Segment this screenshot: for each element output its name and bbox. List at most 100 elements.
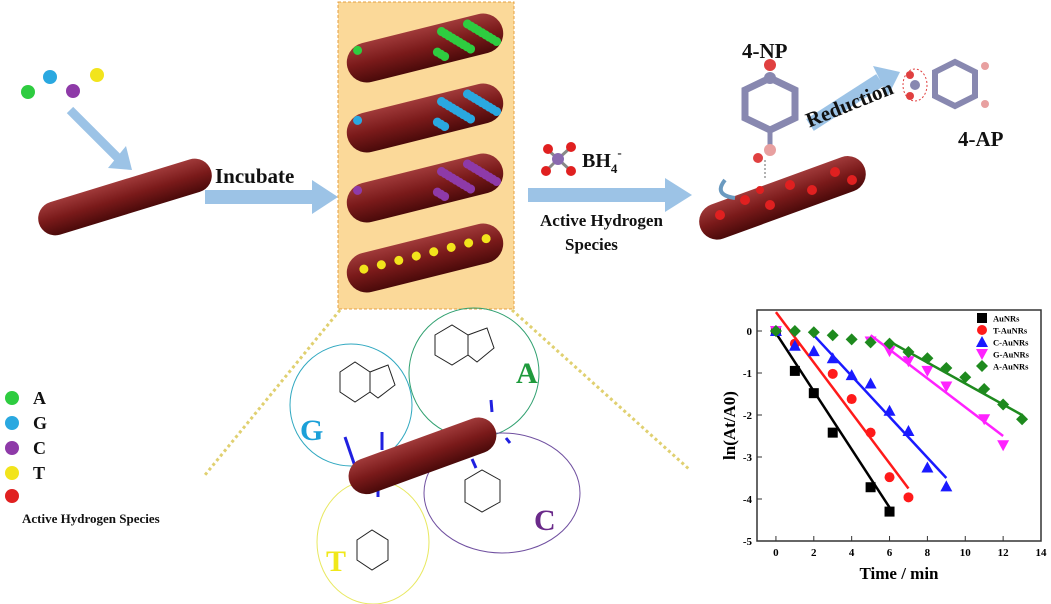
coated-rods-group — [346, 13, 504, 293]
x-tick-label: 14 — [1036, 547, 1048, 559]
data-point — [789, 365, 800, 376]
base-c-letter: C — [534, 504, 556, 537]
data-point — [865, 482, 876, 493]
data-point — [884, 472, 895, 483]
base-dot — [462, 19, 472, 29]
chart-legend-label: AuNRs — [993, 314, 1020, 324]
rotation-arrow-icon — [718, 178, 736, 200]
4-ap-molecule-icon — [902, 58, 989, 110]
chart-legend-label: C-AuNRs — [993, 338, 1029, 348]
data-point — [902, 424, 915, 436]
y-tick-label: -4 — [743, 494, 753, 506]
base-dot — [376, 260, 386, 270]
data-point — [846, 394, 857, 405]
bh4-label: BH4- — [582, 145, 622, 176]
active-nanorod — [699, 156, 866, 240]
legend-dot — [5, 441, 19, 455]
chart-legend-marker — [977, 313, 987, 323]
base-dot — [481, 234, 491, 244]
chart-legend-marker — [976, 349, 988, 360]
base-t-letter: T — [326, 545, 346, 578]
coated-nanorod — [346, 13, 504, 83]
x-axis-label: Time / min — [859, 564, 939, 583]
arrow-icon — [66, 106, 124, 164]
active-hydrogen-label-1: Active Hydrogen — [540, 211, 663, 230]
data-point — [940, 480, 953, 492]
y-tick-label: -5 — [743, 536, 753, 548]
borohydride-molecule-icon — [541, 142, 576, 176]
x-tick-label: 10 — [960, 547, 972, 559]
data-point — [959, 371, 972, 384]
x-tick-label: 2 — [811, 547, 817, 559]
legend-label: G — [33, 413, 47, 433]
bh4-superscript: - — [617, 145, 621, 160]
data-point — [921, 352, 934, 365]
base-dot — [432, 47, 442, 57]
data-point — [883, 404, 896, 416]
base-dot — [359, 264, 369, 274]
legend-label: T — [33, 463, 45, 483]
nanorod-body — [346, 223, 504, 293]
base-dot — [411, 251, 421, 261]
arrow-head-icon — [665, 178, 692, 212]
bh4-text: BH — [582, 150, 611, 172]
data-point — [845, 333, 858, 346]
data-point — [788, 325, 801, 337]
data-point — [997, 440, 1010, 452]
data-point — [883, 337, 896, 350]
thymine-circle — [316, 479, 430, 604]
data-point — [884, 506, 895, 517]
cytosine-circle — [423, 432, 581, 554]
data-point — [940, 381, 953, 393]
data-point — [864, 377, 877, 389]
base-dot — [437, 27, 447, 37]
base-dot — [432, 187, 442, 197]
detail-nanorod — [348, 417, 497, 495]
data-point — [864, 336, 877, 349]
base-dot — [446, 242, 456, 252]
data-point — [808, 388, 819, 399]
data-point — [845, 369, 858, 381]
series-a-aunrs — [769, 325, 1029, 426]
base-dot — [432, 117, 442, 127]
base-dot-c — [66, 84, 80, 98]
chart-legend-label: A-AuNRs — [993, 362, 1029, 372]
base-structure-icons — [339, 324, 501, 571]
x-tick-label: 6 — [887, 547, 893, 559]
active-hydrogen-dots — [715, 167, 857, 220]
nanorod-body — [346, 13, 504, 83]
fit-line — [774, 332, 891, 509]
x-tick-label: 0 — [773, 547, 779, 559]
legend-dot — [5, 391, 19, 405]
arrow-head-icon — [108, 146, 132, 170]
data-point — [978, 382, 991, 395]
reaction-arrow — [528, 188, 668, 202]
data-point — [826, 352, 839, 364]
base-dot — [464, 238, 474, 248]
base-dot — [429, 247, 439, 257]
legend-label: Active Hydrogen Species — [22, 511, 160, 526]
4-ap-label: 4-AP — [958, 127, 1004, 151]
base-dot-t — [90, 68, 104, 82]
coated-nanorod — [346, 153, 504, 223]
plot-frame — [756, 309, 1042, 542]
data-point — [769, 325, 782, 337]
base-dot — [394, 255, 404, 265]
x-tick-label: 8 — [925, 547, 931, 559]
data-point — [807, 345, 820, 357]
data-point — [827, 368, 838, 379]
arrow-head-icon — [312, 180, 338, 214]
chart-legend-marker — [976, 360, 988, 372]
chart-legend-marker — [976, 336, 988, 347]
coated-nanorod — [346, 223, 504, 293]
nanorod-body — [346, 83, 504, 153]
data-point — [1016, 413, 1029, 426]
base-g-letter: G — [300, 414, 323, 447]
y-tick-label: -1 — [743, 368, 752, 380]
data-point — [807, 326, 820, 339]
base-dot — [353, 45, 363, 55]
chart-legend-label: T-AuNRs — [993, 326, 1028, 336]
data-point — [921, 365, 934, 377]
bh4-subscript: 4 — [611, 161, 618, 176]
series-g-aunrs — [769, 326, 1010, 452]
